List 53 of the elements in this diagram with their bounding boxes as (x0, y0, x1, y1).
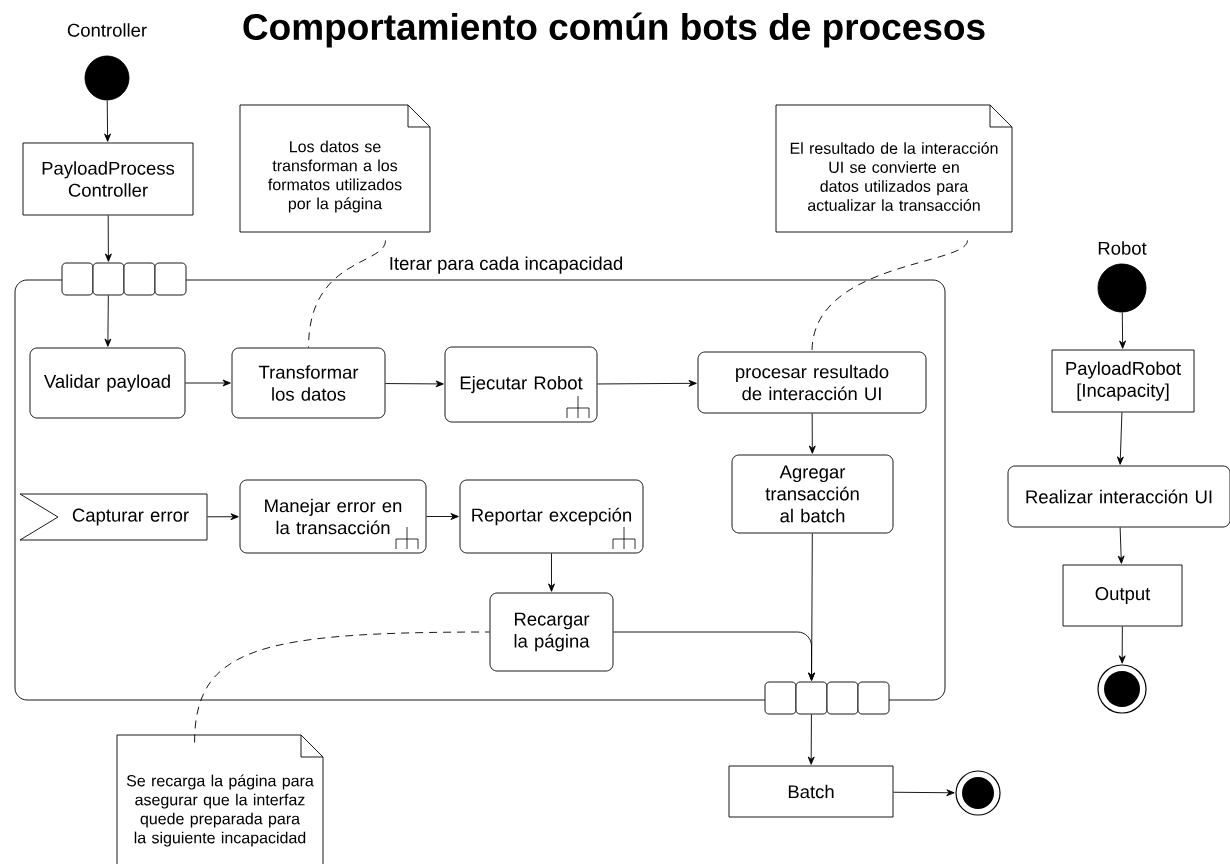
arrow (613, 631, 815, 681)
arrow (426, 513, 459, 520)
output-pin (857, 681, 890, 715)
final-node (955, 770, 1001, 816)
node-label: Robot (1098, 241, 1147, 255)
accept-event-flag: Capturar error (19, 493, 208, 541)
object-box: PayloadRobot [Incapacity] (1051, 349, 1195, 413)
input-pin (61, 262, 94, 296)
arrow (207, 513, 239, 521)
object-box: Output (1062, 564, 1183, 627)
note-connector (811, 240, 968, 352)
node-label: Controller (67, 23, 147, 37)
action-box: Manejar error en la transacción (239, 479, 427, 554)
arrow (185, 379, 231, 387)
action-box: Recargar la página (489, 592, 614, 672)
action-box: procesar resultado de interacción UI (697, 351, 927, 414)
output-pin (795, 681, 828, 715)
arrow (104, 295, 112, 347)
object-box: Batch (728, 765, 894, 818)
arrow (385, 380, 444, 388)
arrow (1117, 527, 1125, 564)
note-connector (194, 631, 490, 743)
note: El resultado de la interacción UI se convierte en datos utilizados para actualizar la transacción (775, 104, 1013, 233)
arrow (597, 379, 697, 387)
action-box: Ejecutar Robot (444, 346, 598, 423)
initial-node: Controller (67, 23, 147, 101)
arrow (548, 553, 555, 592)
input-pin (92, 262, 125, 296)
arrow (104, 100, 111, 142)
input-pin (154, 262, 187, 296)
input-pin (123, 262, 156, 296)
action-box: Transformar los datos (231, 347, 386, 419)
action-box: Realizar interacción UI (1007, 465, 1230, 528)
action-box: Agregar transacción al batch (731, 454, 894, 534)
arrow (104, 215, 112, 262)
arrow (808, 413, 816, 454)
initial-node: Robot (1097, 241, 1147, 313)
note: Los datos se transforman a los formatos utilizados por la página (239, 104, 431, 233)
node-label: Iterar para cada incapacidad (390, 256, 623, 274)
action-box: Reportar excepción (459, 479, 644, 554)
note-connector (308, 240, 386, 348)
arrow (1116, 412, 1124, 465)
arrow (893, 789, 955, 797)
final-node (1097, 664, 1147, 714)
action-box: Validar payload (29, 347, 186, 419)
title: Comportamiento común bots de procesos (243, 12, 985, 48)
arrow (1118, 626, 1126, 664)
note: Se recarga la página para asegurar que la interfaz quede preparada para la siguiente incapacidad (116, 734, 324, 864)
output-pin (826, 681, 859, 715)
object-box: PayloadProcess Controller (22, 142, 194, 216)
output-pin (764, 681, 797, 715)
arrow (1119, 312, 1126, 349)
arrow (807, 714, 815, 765)
